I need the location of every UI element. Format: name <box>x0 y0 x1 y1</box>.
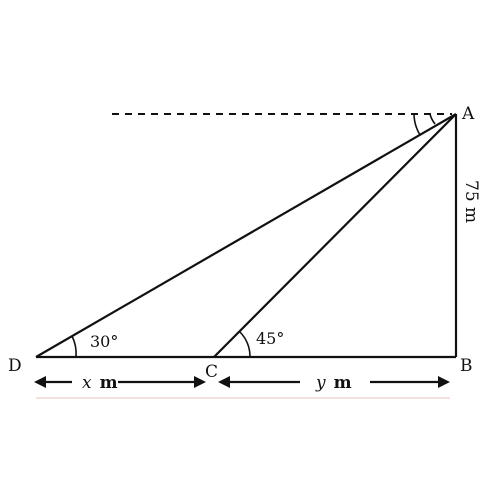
dim-arrowhead-d <box>34 376 46 388</box>
angle-label-d: 30° <box>90 332 118 351</box>
dim-arrowhead-c-left <box>194 376 206 388</box>
line-of-sight-ac <box>213 113 457 358</box>
angle-label-c: 45° <box>256 329 284 348</box>
dim-var-x: x <box>82 373 92 393</box>
label-point-a: A <box>461 104 475 124</box>
label-point-b: B <box>460 356 473 376</box>
depression-arc-inner <box>429 113 436 125</box>
label-point-d: D <box>8 356 22 376</box>
dim-var-y: y <box>315 373 326 393</box>
dim-unit-x: m <box>100 373 118 393</box>
label-point-c: C <box>205 362 218 382</box>
line-of-sight-ad <box>35 113 457 358</box>
dim-arrowhead-c-right <box>218 376 230 388</box>
dim-unit-y: m <box>334 373 352 393</box>
angle-arc-c <box>239 331 251 358</box>
dim-arrowhead-b <box>438 376 450 388</box>
angle-arc-d <box>71 335 77 358</box>
depression-arc-outer <box>413 113 421 136</box>
height-label-ab: 75 m <box>461 180 481 223</box>
